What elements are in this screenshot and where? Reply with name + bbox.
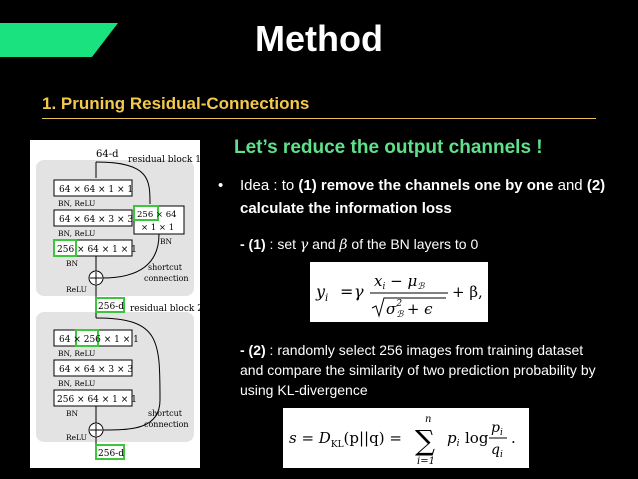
eq1-gamma: γ xyxy=(354,282,364,301)
label-block1: residual block 1 xyxy=(128,155,200,165)
shortcut-conn1: shortcut xyxy=(148,263,183,272)
kl-equation: s = DKL(p||q) = n ∑ i=1 pi log pi qi . xyxy=(283,408,529,468)
label-256d-b: 256-d xyxy=(98,449,124,459)
label-64d: 64-d xyxy=(96,149,119,160)
eq1-den-sup: 2 xyxy=(395,299,402,309)
label-block2: residual block 2 xyxy=(130,304,200,314)
eq2-lhs-sub: KL xyxy=(331,440,344,450)
b1-bn: BN xyxy=(66,259,79,268)
b1-act1: BN, ReLU xyxy=(58,199,95,208)
eq2-sum-bottom: i=1 xyxy=(417,456,435,467)
idea-mid: and xyxy=(553,177,587,194)
divider xyxy=(42,118,596,119)
gamma-symbol: γ xyxy=(299,237,309,253)
b1-relu: ReLU xyxy=(66,285,87,294)
b2-relu: ReLU xyxy=(66,433,87,442)
eq2-num-sub: i xyxy=(500,428,503,438)
label-256d-a: 256-d xyxy=(98,302,124,312)
step1-b: and xyxy=(308,236,340,252)
eq2-num: p xyxy=(491,420,500,436)
eq2-lhs: s = D xyxy=(289,429,331,447)
b2-conv1-a: 64 × xyxy=(59,335,84,345)
bn-equation: yi = γ xi − μℬ σℬ2 + ϵ + β, xyxy=(310,262,488,322)
eq2-sum: ∑ xyxy=(415,424,435,457)
b2-act1: BN, ReLU xyxy=(58,349,95,358)
svg-text:s = DKL(p||q) =: s = DKL(p||q) = xyxy=(289,429,402,450)
shortcut-conn2: connection xyxy=(144,274,189,283)
b2-conn1: shortcut xyxy=(148,409,183,418)
idea-step1: (1) remove the channels one by one xyxy=(298,177,554,194)
highlight-heading: Let’s reduce the output channels ! xyxy=(234,137,543,158)
b2-conn2: connection xyxy=(144,420,189,429)
b1-act2: BN, ReLU xyxy=(58,229,95,238)
eq2-end: . xyxy=(511,429,516,447)
eq1-num-x: x xyxy=(374,272,383,290)
svg-text:pi: pi xyxy=(447,429,460,449)
eq1-eq: = xyxy=(340,282,353,301)
eq1-lhs-sub: i xyxy=(325,293,328,304)
idea-text: Idea : to (1) remove the channels one by… xyxy=(240,174,620,220)
slide-title: Method xyxy=(255,18,383,59)
section-subtitle: 1. Pruning Residual-Connections xyxy=(42,94,310,113)
shortcut-bn: BN xyxy=(160,237,173,246)
step2-text: - (2) : randomly select 256 images from … xyxy=(240,340,610,400)
svg-text:256 × 64 × 1 × 1: 256 × 64 × 1 × 1 xyxy=(57,245,137,255)
b2-bn: BN xyxy=(66,409,79,418)
svg-text:xi − μℬ: xi − μℬ xyxy=(374,272,425,292)
svg-text:yi: yi xyxy=(315,282,328,304)
beta-symbol: β xyxy=(339,237,348,253)
svg-text:qi: qi xyxy=(491,442,503,460)
eq2-log: log xyxy=(465,429,489,447)
eq1-num-rest-sub: ℬ xyxy=(417,282,425,292)
eq2-den: q xyxy=(491,442,500,458)
eq1-lhs: y xyxy=(315,282,326,301)
svg-text:64 × 256 × 1 × 1: 64 × 256 × 1 × 1 xyxy=(59,335,139,345)
b2-conv1-b: × 1 × 1 xyxy=(101,335,139,345)
svg-text:σℬ2 + ϵ: σℬ2 + ϵ xyxy=(386,299,433,320)
residual-block-diagram: 64-d residual block 1 64 × 64 × 1 × 1 BN… xyxy=(30,140,200,468)
eq2-den-sub: i xyxy=(500,450,503,460)
eq2-term: p xyxy=(447,429,457,447)
eq1-num-rest: − μ xyxy=(385,272,417,290)
eq2-sum-top: n xyxy=(425,414,431,425)
idea-step2: (2) calculate the information loss xyxy=(240,177,606,217)
shortcut-line1: 256 × 64 xyxy=(137,210,177,220)
b1-conv3-rest: × 64 × 1 × 1 xyxy=(74,245,137,255)
bullet-dot: • xyxy=(218,177,224,194)
b1-conv3-highlight: 256 xyxy=(57,245,74,255)
b2-conv1-highlight: 256 xyxy=(84,335,101,345)
eq1-den-rest: + ϵ xyxy=(402,300,433,318)
shortcut-line2: × 1 × 1 xyxy=(141,223,174,233)
step2-body: : randomly select 256 images from traini… xyxy=(240,342,596,398)
eq2-term-sub: i xyxy=(457,439,460,449)
svg-text:pi: pi xyxy=(491,420,503,438)
eq1-num-sub: i xyxy=(382,282,385,292)
eq1-den-sub: ℬ xyxy=(396,310,404,320)
step1-label: - (1) xyxy=(240,236,266,252)
step1-text: - (1) : set γ and β of the BN layers to … xyxy=(240,236,478,253)
step1-a: : set xyxy=(265,236,300,252)
b2-conv3: 256 × 64 × 1 × 1 xyxy=(57,395,137,405)
accent-stripe xyxy=(0,23,118,57)
eq1-tail: + β, xyxy=(452,283,483,301)
b1-conv2: 64 × 64 × 3 × 3 xyxy=(59,215,133,225)
step2-label: - (2) xyxy=(240,342,266,358)
b2-conv2: 64 × 64 × 3 × 3 xyxy=(59,365,133,375)
b2-act2: BN, ReLU xyxy=(58,379,95,388)
b1-conv1: 64 × 64 × 1 × 1 xyxy=(59,185,133,195)
eq1-den-sigma: σ xyxy=(386,300,397,318)
idea-pre: Idea : to xyxy=(240,177,299,194)
step1-c: of the BN layers to 0 xyxy=(347,236,479,252)
eq2-args: (p||q) = xyxy=(344,429,402,447)
